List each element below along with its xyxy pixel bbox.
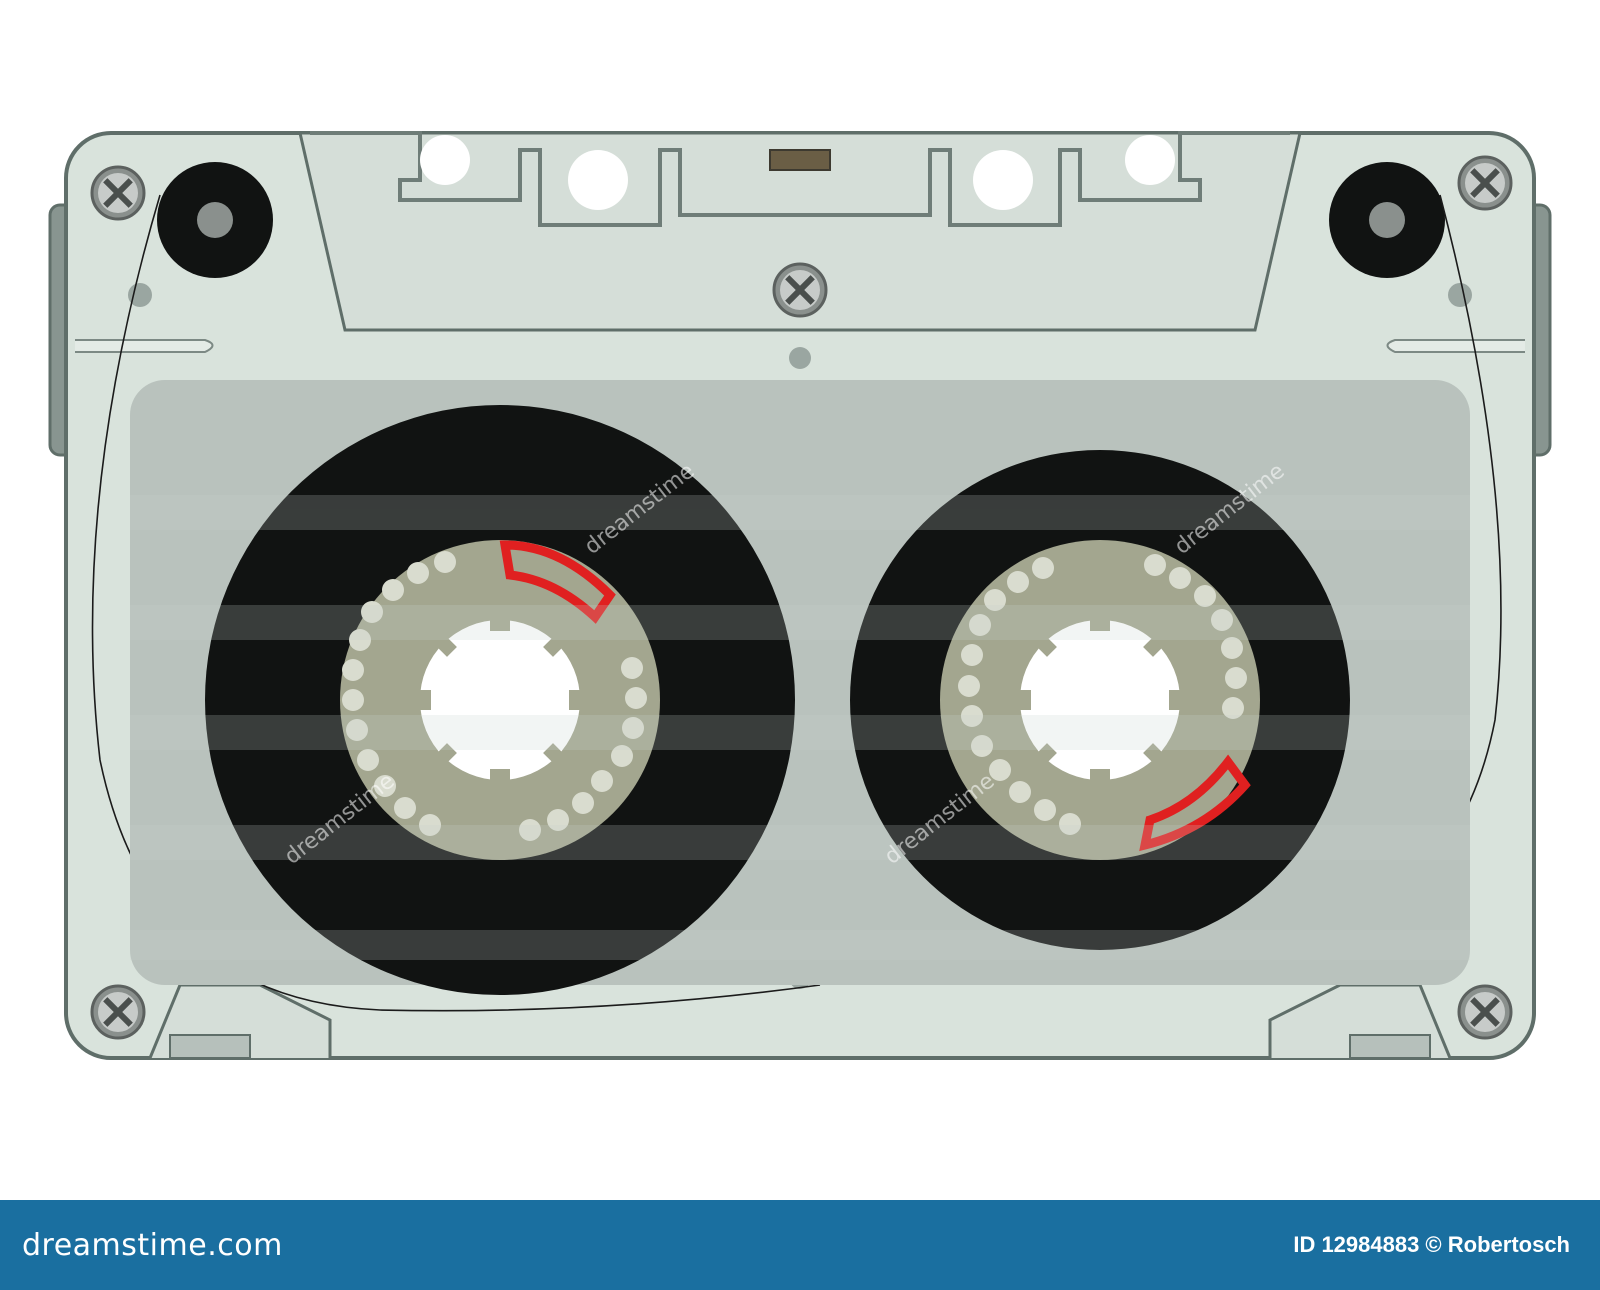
footer-bar: dreamstime.com ID 12984883 © Robertosch <box>0 1200 1600 1290</box>
screw-icon <box>772 262 828 318</box>
window-stripes <box>130 495 1470 960</box>
image-id-credit: ID 12984883 © Robertosch <box>1293 1232 1570 1257</box>
screw-icon <box>1457 984 1513 1040</box>
right-reel <box>850 450 1350 950</box>
screw-icon <box>1457 155 1513 211</box>
left-reel <box>205 405 795 995</box>
screw-icon <box>90 165 146 221</box>
screw-icon <box>90 984 146 1040</box>
cassette-artwork <box>48 131 1552 1060</box>
brand-logo-text[interactable]: dreamstime.com <box>22 1227 283 1263</box>
